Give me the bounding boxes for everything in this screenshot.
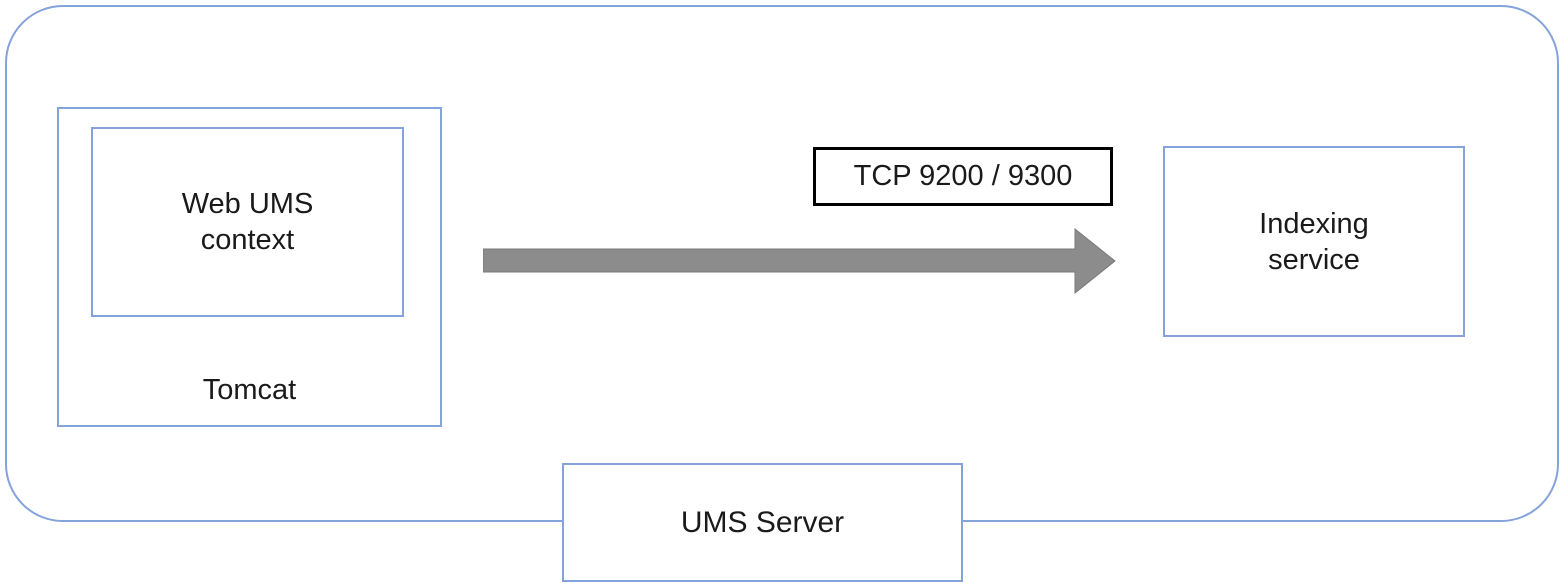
ums-server-node: UMS Server — [562, 463, 963, 582]
indexing-service-node: Indexing service — [1163, 146, 1465, 337]
indexing-service-label-line1: Indexing — [1259, 207, 1369, 240]
web-ums-context-label-line2: context — [200, 224, 295, 256]
web-ums-context-label-line1: Web UMS — [181, 188, 314, 220]
connector-label: TCP 9200 / 9300 — [853, 160, 1073, 192]
web-ums-context-label: Web UMS context — [182, 186, 314, 258]
tomcat-label: Tomcat — [202, 374, 297, 406]
arrow-shape — [483, 228, 1116, 294]
indexing-service-label-line2: service — [1268, 243, 1360, 276]
indexing-service-label: Indexing service — [1259, 206, 1369, 278]
right-arrow-connector — [483, 228, 1116, 294]
web-ums-context-node: Web UMS context — [91, 127, 404, 317]
tomcat-node: Web UMS context Tomcat — [57, 107, 442, 427]
connector-label-box: TCP 9200 / 9300 — [813, 147, 1113, 206]
ums-server-label: UMS Server — [680, 505, 845, 539]
